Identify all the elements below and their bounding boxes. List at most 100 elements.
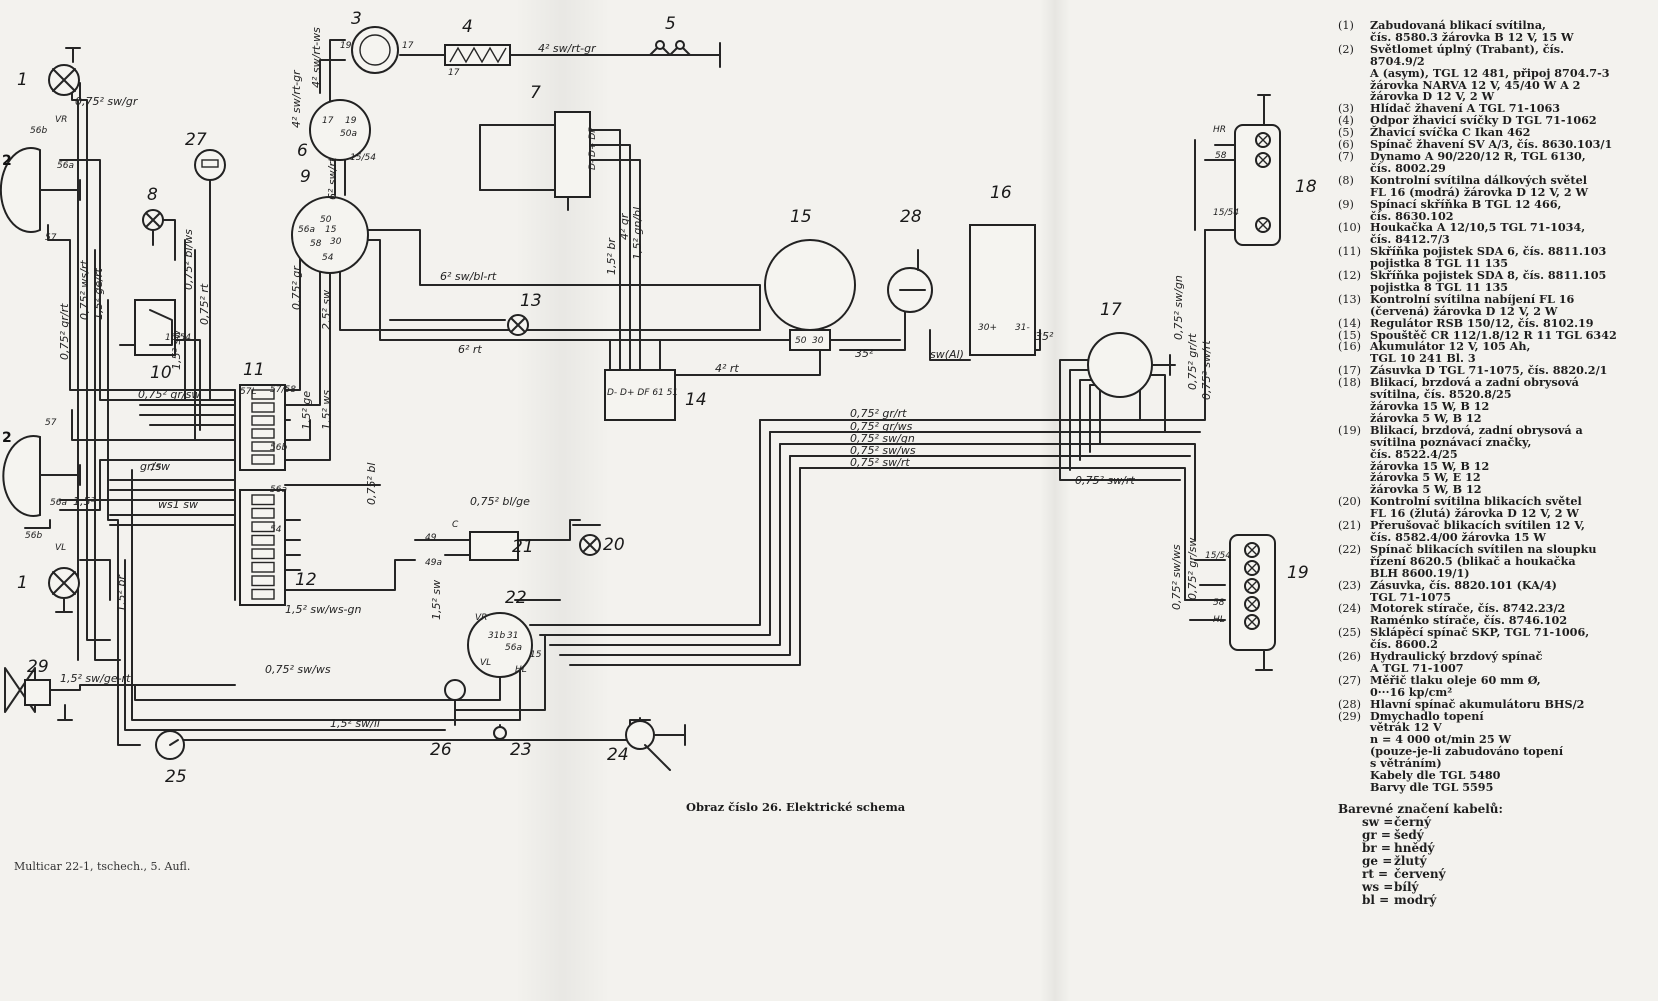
- legend-item-text: Blikací, brzdová a zadní obrysová svítil…: [1370, 375, 1579, 425]
- fuse: [251, 548, 275, 560]
- wire-label: 1,5² br: [605, 237, 618, 275]
- terminal-label: 19: [340, 41, 352, 51]
- terminal-label: 17: [448, 68, 460, 78]
- terminal-label: 15/54: [165, 333, 191, 343]
- high-beam-indicator: [142, 209, 164, 246]
- number-label: 25: [165, 767, 187, 787]
- socket: [493, 726, 507, 740]
- legend-item: (11)Skříňka pojistek SDA 6, čís. 8811.10…: [1338, 244, 1654, 271]
- legend-item: (2)Světlomet úplný (Trabant), čís. 8704.…: [1338, 43, 1654, 104]
- legend-item-text: Houkačka A 12/10,5 TGL 71-1034, čís. 841…: [1370, 220, 1586, 247]
- legend-item-text: Spouštěč CR 112/1.8/12 R 11 TGL 6342: [1370, 327, 1617, 342]
- wire-label: 4² gr: [618, 212, 631, 240]
- terminal-label: 15: [150, 463, 162, 473]
- legend-item: (7)Dynamo A 90/220/12 R, TGL 6130, čís. …: [1338, 148, 1654, 175]
- wire-label: 0,75² gr/ws: [850, 420, 913, 433]
- glow-plug: [649, 40, 721, 68]
- legend-item-number: (23): [1338, 578, 1361, 592]
- terminal-label: VL: [480, 658, 491, 668]
- terminal-label: 57L: [240, 387, 256, 397]
- legend-item-text: Přerušovač blikacích svítilen 12 V, čís.…: [1370, 518, 1585, 544]
- legend-item: (26)Hydraulický brzdový spínač A TGL 71-…: [1338, 649, 1654, 675]
- wire-labels: 0,75² sw/gr 4² sw/rt-gr 4² sw/rt-gr 4² s…: [58, 27, 1213, 730]
- fuse: [251, 494, 275, 506]
- terminal-label: 57: [45, 418, 57, 428]
- turn-signal-switch: [467, 612, 533, 678]
- wire-label: 0,75² gr/rt: [850, 407, 907, 420]
- legend-item: (16)Akumulátor 12 V, 105 Ah, TGL 10 241 …: [1338, 341, 1654, 365]
- fuse: [251, 441, 275, 452]
- legend-item-text: Kontrolní svítilna blikacích světel FL 1…: [1370, 494, 1582, 521]
- wire-label: 1,5² sw/ge-rt: [60, 672, 131, 685]
- number-label: 13: [520, 291, 542, 311]
- wire-label: 0,75² sw/rt: [850, 456, 910, 469]
- terminal-label: 31-: [1015, 323, 1030, 333]
- bulb-cross: [1257, 219, 1269, 231]
- number-label: 21: [512, 537, 534, 557]
- number-label: 20: [603, 535, 625, 555]
- fuse: [251, 415, 275, 426]
- terminal-label: 56a: [298, 225, 315, 235]
- fuse-box-sda6: [239, 384, 286, 471]
- number-label: 4: [462, 17, 473, 37]
- number-label: 27: [185, 130, 207, 150]
- legend-item-number: (18): [1338, 376, 1361, 390]
- battery: [969, 224, 1036, 356]
- legend-item-text: Dynamo A 90/220/12 R, TGL 6130, čís. 800…: [1370, 148, 1586, 175]
- legend-item-number: (15): [1338, 328, 1361, 342]
- wire-label: 0,75² gr/sw: [138, 388, 200, 401]
- wire-label: 4² sw/rt-gr: [290, 69, 303, 128]
- legend-item: (15) Spouštěč CR 112/1.8/12 R 11 TGL 6342: [1338, 327, 1654, 342]
- legend-item-text: Skříňka pojistek SDA 6, čís. 8811.103 po…: [1370, 244, 1607, 271]
- legend-item-text: Hydraulický brzdový spínač A TGL 71-1007: [1370, 649, 1543, 675]
- wire-label: 0,75² sw/gn: [1172, 275, 1185, 340]
- color-meaning: černý: [1394, 814, 1431, 829]
- legend-item-text: Blikací, brzdová, zadní obrysová a svíti…: [1370, 422, 1583, 497]
- number-label: 24: [607, 745, 629, 765]
- wire-label: 0,75² sw/rt: [1075, 474, 1135, 487]
- terminal-label: 56b: [270, 443, 287, 453]
- legend-item: (10)Houkačka A 12/10,5 TGL 71-1034, čís.…: [1338, 222, 1654, 246]
- terminal-label: 31b: [488, 631, 505, 641]
- color-meaning: červený: [1394, 866, 1446, 881]
- terminal-label: 57/58: [270, 385, 296, 395]
- wire-label: gr/sw: [140, 460, 170, 473]
- number-label: 19: [1287, 563, 1309, 583]
- wire-label: 0,75² sw/gr: [75, 95, 139, 108]
- wire-label: 0,75² bl/ws: [182, 229, 195, 290]
- wire-label: 4² rt: [715, 362, 739, 375]
- legend-item-number: (5): [1338, 126, 1354, 140]
- terminal-label: HL: [1213, 615, 1225, 625]
- legend-item-text: Kontrolní svítilna dálkových světel FL 1…: [1370, 172, 1589, 199]
- figure-caption: Obraz číslo 26. Elektrické schema: [686, 800, 906, 814]
- legend-item: (3)Hlídač žhavení A TGL 71-1063: [1338, 102, 1654, 116]
- battery-master-switch: [887, 249, 933, 313]
- headlight-lower: [2, 435, 81, 517]
- legend-item-number: (25): [1338, 626, 1361, 640]
- terminal-label: 50: [320, 215, 332, 225]
- legend-item: (6)Spínač žhavení SV A/3, čís. 8630.103/…: [1338, 138, 1654, 151]
- legend-item: (14)Regulátor RSB 150/12, čís. 8102.19: [1338, 317, 1654, 330]
- terminal-label: 50: [795, 336, 807, 346]
- number-label: 16: [990, 183, 1012, 203]
- terminal-label: 56a: [50, 498, 67, 508]
- charge-indicator: [507, 314, 529, 336]
- legend-item-number: (13): [1338, 292, 1361, 306]
- component-numbers: 1 1 2 2 3 4 5 6 7 8 9 10 11 12 13 14 15 …: [2, 9, 1317, 787]
- wire-label: 1,5² sw: [170, 330, 183, 370]
- number-label: 14: [685, 390, 707, 410]
- legend-item-number: (21): [1338, 519, 1361, 533]
- legend-item-number: (3): [1338, 102, 1354, 116]
- page-fold-shadow: [1040, 0, 1070, 1001]
- wire-label: 4² sw/rt-ws: [310, 27, 323, 88]
- legend-item: (19)Blikací, brzdová, zadní obrysová a s…: [1338, 422, 1654, 497]
- fuse: [251, 521, 275, 533]
- wire-label: 4² sw/rt-gr: [538, 42, 597, 55]
- legend-item-text: Skříňka pojistek SDA 8, čís. 8811.105 po…: [1370, 268, 1607, 294]
- number-label: 17: [1100, 300, 1122, 320]
- wire-label: 0,75² sw/ws: [1170, 544, 1183, 610]
- legend-item-text: Kontrolní svítilna nabíjení FL 16 (červe…: [1370, 291, 1575, 318]
- wire-label: 0,75² bl/ge: [470, 495, 530, 508]
- ignition-switch: [291, 196, 369, 274]
- terminal-label: 19: [345, 116, 357, 126]
